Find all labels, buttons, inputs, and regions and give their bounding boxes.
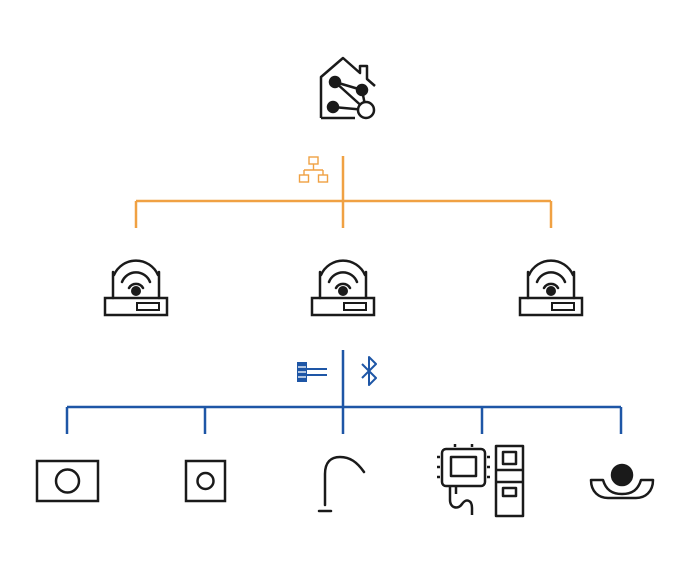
device-connector-lines	[65, 350, 623, 434]
bluetooth-icon	[361, 356, 377, 386]
wifi-router-icon	[518, 259, 584, 317]
smart-home-hub-icon	[319, 56, 376, 120]
concealed-cistern-icon	[437, 444, 525, 518]
motion-sensor-icon	[589, 463, 655, 500]
wifi-router-icon	[310, 259, 376, 317]
flush-plate-icon	[35, 459, 100, 503]
lan-network-icon	[298, 156, 329, 183]
flush-button-icon	[184, 459, 227, 503]
wired-connector-icon	[297, 362, 327, 382]
faucet-icon	[317, 455, 366, 513]
network-connector-lines	[134, 156, 553, 228]
wifi-router-icon	[103, 259, 169, 317]
